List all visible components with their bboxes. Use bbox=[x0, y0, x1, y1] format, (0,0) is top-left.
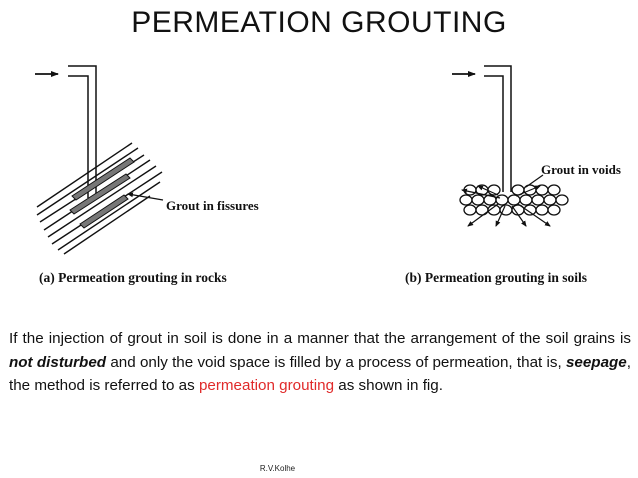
figure-a-rocks: Grout in fissures (a) Permeation groutin… bbox=[35, 65, 259, 285]
injection-pipe-b bbox=[484, 65, 512, 192]
para-text-3: , the method is referred to as bbox=[9, 353, 631, 395]
para-text-4: as shown in fig. bbox=[334, 377, 443, 394]
emphasis-not-disturbed: not disturbed bbox=[9, 353, 107, 371]
injection-pipe-a bbox=[68, 65, 97, 198]
caption-a: (a) Permeation grouting in rocks bbox=[39, 270, 227, 285]
highlight-permeation-grouting: permeation grouting bbox=[198, 377, 335, 394]
grout-fissures-a bbox=[69, 157, 135, 229]
label-grout-in-voids: Grout in voids bbox=[541, 162, 621, 177]
caption-b: (b) Permeation grouting in soils bbox=[405, 270, 587, 285]
pointer-fissures bbox=[127, 192, 164, 201]
label-grout-in-fissures: Grout in fissures bbox=[166, 198, 259, 213]
emphasis-seepage: seepage bbox=[565, 353, 627, 371]
spread-arrows-b bbox=[461, 185, 551, 227]
slide-title: PERMEATION GROUTING bbox=[131, 6, 507, 39]
figures: Grout in fissures (a) Permeation groutin… bbox=[35, 65, 621, 285]
footer-author: R.V.Kolhe bbox=[259, 464, 296, 473]
pointer-voids bbox=[525, 174, 544, 188]
description-paragraph: If the injection of grout in soil is don… bbox=[9, 327, 631, 398]
para-text-2: and only the void space is filled by a p… bbox=[106, 353, 566, 371]
para-text-1: If the injection of grout in soil is don… bbox=[9, 330, 631, 347]
rock-strata-a bbox=[36, 142, 163, 255]
soil-grains-b bbox=[459, 184, 569, 216]
figure-b-soils: Grout in voids (b) Permeation grouting i… bbox=[405, 65, 621, 285]
